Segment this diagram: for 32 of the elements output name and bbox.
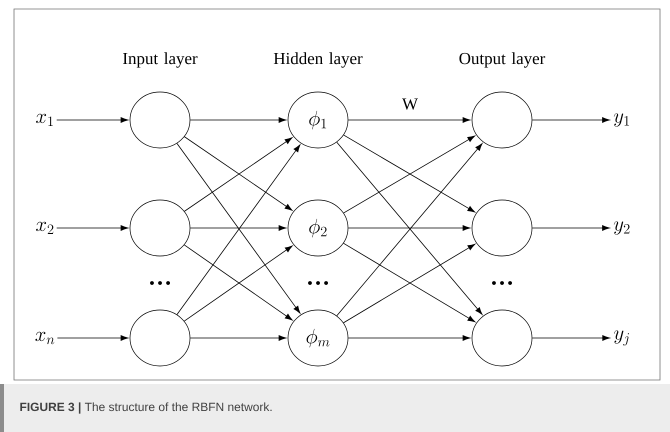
neuron-circle — [130, 92, 190, 148]
ellipsis: … — [492, 281, 512, 285]
neuron-circle — [472, 200, 532, 256]
arrow — [56, 225, 128, 231]
arrow — [532, 225, 610, 231]
neuron-circle — [130, 310, 190, 366]
variable-label: $x_2$ — [36, 222, 54, 234]
arrow — [348, 117, 470, 123]
arrow — [57, 335, 128, 341]
arrow — [348, 225, 470, 231]
arrow — [190, 117, 286, 123]
variable-label: $x_n$ — [35, 332, 54, 344]
caption-box: FIGURE 3 | The structure of the RBFN network. — [0, 384, 670, 432]
layer-heading: Output layer — [459, 52, 546, 68]
variable-label: $y_1$ — [614, 113, 630, 127]
ellipsis: … — [308, 281, 328, 285]
variable-label: $y_2$ — [614, 221, 630, 235]
arrow — [190, 225, 286, 231]
arrow — [56, 117, 128, 123]
arrow — [532, 117, 610, 123]
variable-label: $y_j$ — [614, 330, 629, 346]
variable-label: $x_1$ — [36, 114, 53, 126]
arrow — [348, 335, 470, 341]
neuron-circle — [472, 92, 532, 148]
neuron-circle — [130, 200, 190, 256]
edge-label: W — [402, 98, 418, 110]
arrow — [190, 335, 286, 341]
arrow — [532, 335, 610, 341]
neuron-circle — [472, 310, 532, 366]
layer-heading: Hidden layer — [274, 52, 363, 68]
ellipsis: … — [150, 281, 170, 285]
layer-heading: Input layer — [123, 52, 198, 68]
